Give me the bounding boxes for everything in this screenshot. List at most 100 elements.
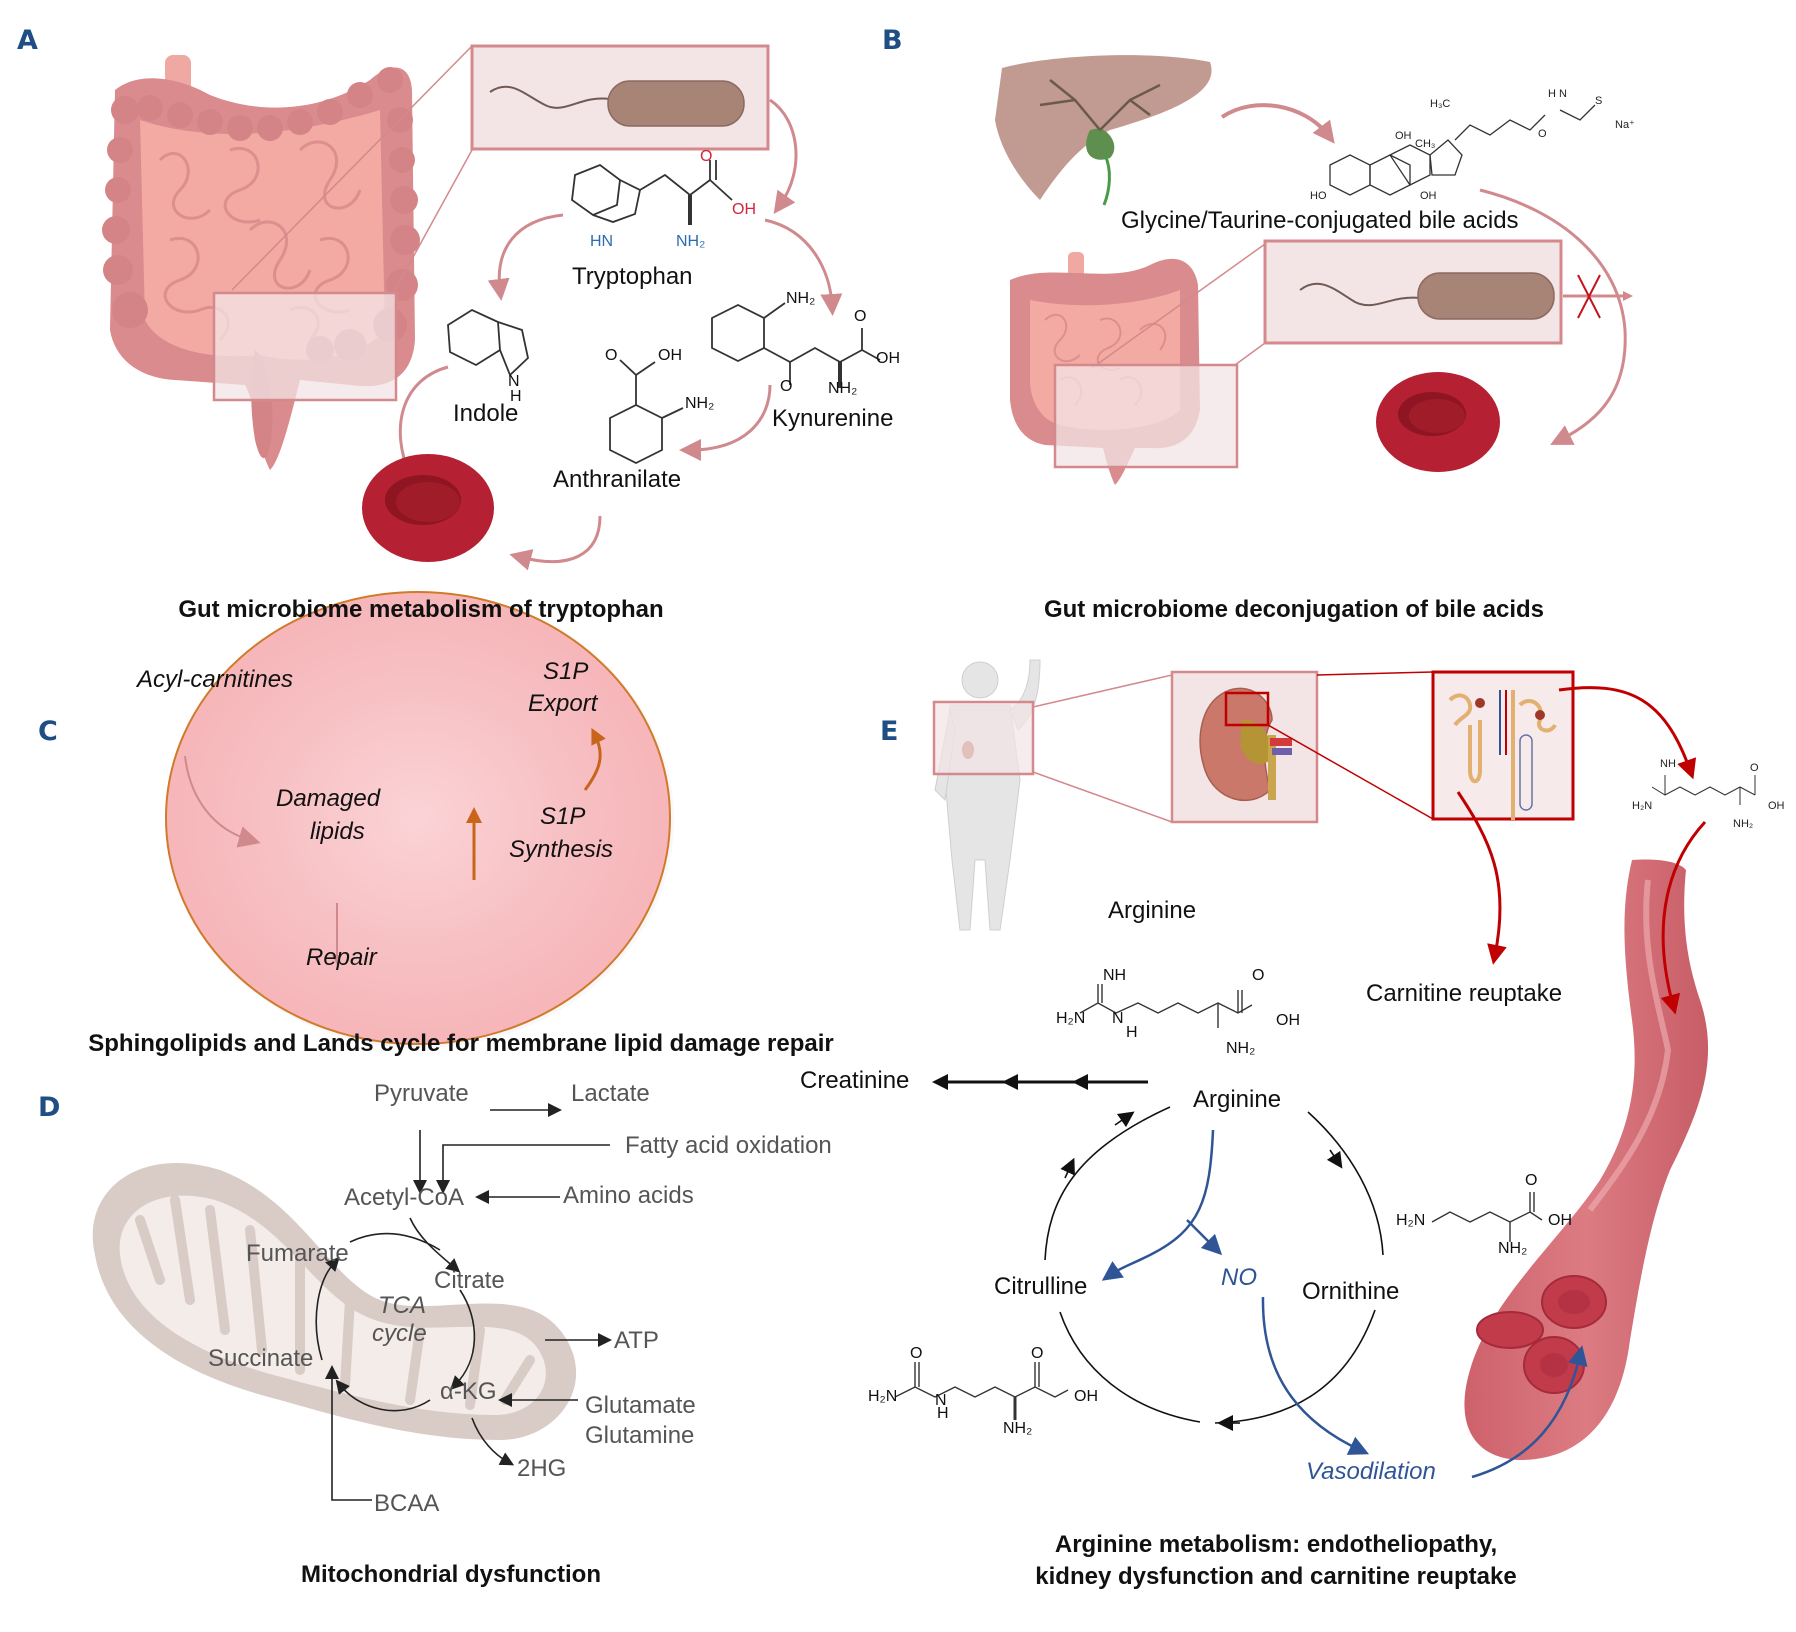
label-arginine-kidney: Arginine	[1108, 897, 1197, 924]
label-succinate: Succinate	[208, 1345, 314, 1372]
panel-e-title-line1: Arginine metabolism: endotheliopathy,	[1054, 1531, 1498, 1558]
intestine-zoom-box-b	[1053, 363, 1239, 469]
label-glutamate: Glutamate	[585, 1392, 696, 1419]
blood-vessel-icon	[1464, 859, 1709, 1460]
zoom-line-red	[1267, 724, 1434, 820]
label-fatty-acid-oxidation: Fatty acid oxidation	[625, 1132, 832, 1159]
atom-o-kyn: O	[854, 308, 867, 325]
panel-letter-c: C	[38, 716, 58, 747]
label-ornithine: Ornithine	[1302, 1278, 1400, 1305]
arrow-bile-acids-to-rbc	[1479, 188, 1627, 445]
atom-o-ant: O	[605, 347, 618, 364]
red-blood-cell-icon-b	[1376, 372, 1500, 472]
atom-nh2-arg-small: NH₂	[1733, 818, 1754, 830]
atom-na: Na⁺	[1615, 119, 1635, 131]
atom-nh-ba: H N	[1548, 88, 1567, 100]
label-anthranilate: Anthranilate	[553, 466, 682, 493]
atom-nh-arg-small: NH	[1660, 758, 1676, 770]
label-citrulline: Citrulline	[994, 1273, 1088, 1300]
atom-nh2: NH₂	[676, 233, 706, 250]
label-creatinine: Creatinine	[800, 1067, 910, 1094]
atom-o-arg: O	[1252, 967, 1265, 984]
arginine-structure	[1079, 984, 1253, 1028]
label-acetyl-coa: Acetyl-CoA	[344, 1184, 465, 1211]
nephron-box	[1431, 670, 1575, 821]
atom-nh2-arg: NH₂	[1226, 1040, 1256, 1057]
atom-nh-arg: NH	[1103, 967, 1127, 984]
label-damaged-1: Damaged	[276, 785, 381, 812]
panel-letter-b: B	[882, 25, 903, 56]
atom-o-cit2: O	[1031, 1345, 1044, 1362]
label-tca-2: cycle	[372, 1320, 427, 1347]
atom-o-cit: O	[910, 1345, 923, 1362]
zoom-line	[1032, 674, 1173, 708]
atom-ho: HO	[1310, 190, 1327, 202]
cycle-arc-ornithine-citrulline	[1214, 1309, 1376, 1424]
label-bile-acids: Glycine/Taurine-conjugated bile acids	[1121, 207, 1519, 234]
human-zoom-box	[932, 700, 1035, 776]
atom-h2n-cit: H₂N	[868, 1388, 898, 1405]
arrow-liver-to-bile-acids	[1220, 103, 1335, 144]
zoom-line	[1091, 243, 1266, 369]
tca-arrow-succinate-fumarate	[315, 1256, 340, 1361]
panel-c-graphics	[165, 591, 674, 1048]
tryptophan-structure	[571, 160, 733, 225]
zoom-line	[1032, 771, 1173, 823]
blocked-x-icon	[1577, 274, 1601, 319]
panel-a-graphics	[102, 44, 881, 571]
arrow-bacteria-to-tryptophan	[769, 98, 798, 214]
atom-oh-arg: OH	[1276, 1012, 1300, 1029]
human-figure-icon	[934, 659, 1041, 931]
zoom-line	[231, 45, 473, 291]
panel-b-title: Gut microbiome deconjugation of bile aci…	[1043, 596, 1545, 623]
label-2hg: 2HG	[517, 1455, 567, 1482]
arrow-arginine-into-vessel	[1660, 820, 1707, 1015]
anthranilate-structure	[609, 359, 684, 465]
label-pyruvate: Pyruvate	[374, 1080, 469, 1107]
zoom-line	[394, 149, 473, 291]
arrow-fatty-acid-oxidation	[436, 1144, 610, 1194]
cell-membrane-ellipse	[165, 591, 671, 1045]
atom-h2n-arg-small: H₂N	[1632, 800, 1653, 812]
arrow-vasodilation-to-vessel	[1471, 1345, 1588, 1479]
atom-o-kyn2: O	[780, 378, 793, 395]
panel-e-title-line2: kidney dysfunction and carnitine reuptak…	[1035, 1563, 1517, 1590]
atom-h: H	[510, 388, 522, 405]
panel-letter-e: E	[880, 716, 899, 747]
tca-arrow-fumarate-citrate	[349, 1232, 441, 1251]
panel-c-title: Sphingolipids and Lands cycle for membra…	[88, 1030, 834, 1057]
atom-oh-arg-small: OH	[1768, 800, 1785, 812]
label-s1p-export-1: S1P	[543, 658, 589, 685]
atom-n: N	[508, 373, 520, 390]
atom-s: S	[1595, 95, 1603, 107]
ornithine-structure	[1431, 1192, 1543, 1242]
intestine-zoom-box	[212, 291, 398, 402]
atom-ch3: CH₃	[1415, 138, 1436, 150]
atom-h2n-arg: H₂N	[1056, 1010, 1086, 1027]
kidney-icon	[1199, 687, 1292, 801]
arrow-arginine-to-citrulline	[1101, 1129, 1215, 1281]
atom-o-ba: O	[1538, 128, 1547, 140]
atom-h2n-orn: H₂N	[1396, 1212, 1426, 1229]
label-bcaa: BCAA	[374, 1490, 440, 1517]
arrow-bcaa-to-succinate	[325, 1365, 372, 1501]
label-arginine: Arginine	[1193, 1086, 1282, 1113]
panel-a-title: Gut microbiome metabolism of tryptophan	[178, 596, 664, 623]
label-s1p-synthesis-2: Synthesis	[509, 836, 614, 863]
cycle-arc-citrulline-arginine	[1044, 1106, 1171, 1261]
atom-h-arg: H	[1126, 1024, 1138, 1041]
citrulline-structure	[894, 1362, 1069, 1420]
arrow-akg-to-2hg	[471, 1417, 515, 1466]
label-no: NO	[1221, 1264, 1257, 1291]
arrow-anthranilate-to-rbc	[509, 515, 602, 571]
panel-d-graphics	[92, 1103, 612, 1501]
arrow-kynurenine-to-anthranilate	[679, 384, 772, 461]
atom-h-cit: H	[937, 1405, 949, 1422]
atom-o: O	[700, 148, 713, 165]
atom-n-arg: N	[1112, 1010, 1124, 1027]
atom-hn: HN	[590, 233, 614, 250]
panel-b-graphics	[995, 55, 1633, 485]
cycle-arc-arginine-ornithine	[1307, 1111, 1384, 1256]
label-glutamine: Glutamine	[585, 1422, 695, 1449]
